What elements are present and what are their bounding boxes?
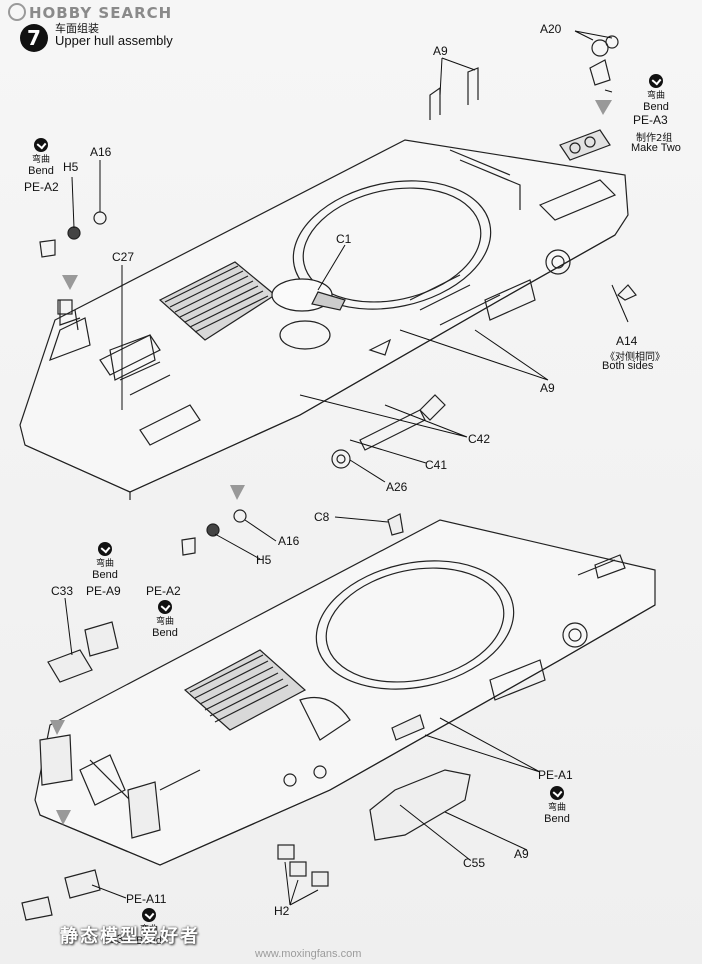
brand-header: HOBBY SEARCH (8, 3, 172, 22)
label-both-sides-en: Both sides (602, 360, 654, 372)
parts-h5-a16-top (39, 211, 107, 258)
step-number: 7 (20, 24, 48, 52)
label-a16-bottom: A16 (278, 534, 300, 548)
part-pe-a11-small (64, 869, 101, 899)
part-h2-a (277, 844, 295, 860)
brand-text: HOBBY SEARCH (29, 4, 173, 22)
label-c27: C27 (112, 250, 135, 264)
bend-cn: 弯曲 (155, 617, 174, 627)
step-title-cn: 车面组装 (55, 22, 99, 35)
upper-hull-top (19, 35, 637, 500)
label-a14: A14 (616, 334, 638, 348)
upper-hull-bottom (34, 519, 656, 866)
bend-cn: 弯曲 (139, 925, 158, 935)
bend-note-pe-a2-top: 弯曲 Bend (24, 138, 58, 177)
label-both-sides-cn: 《对侧相同》 (605, 352, 665, 363)
hobby-search-logo (8, 3, 26, 21)
label-pe-a9: PE-A9 (86, 584, 121, 598)
bend-cn: 弯曲 (95, 559, 114, 569)
bend-note-pe-a11: 弯曲 Bend (132, 908, 166, 947)
bend-icon (158, 600, 172, 614)
bend-en: Bend (136, 935, 162, 947)
label-pe-a3: PE-A3 (633, 113, 668, 127)
bend-icon (98, 542, 112, 556)
bend-note-pe-a2-bottom: 弯曲 Bend (148, 600, 182, 639)
label-c33: C33 (51, 584, 74, 598)
part-pe-a11 (127, 781, 161, 839)
label-a9-top: A9 (433, 44, 448, 58)
label-pe-a2-bottom: PE-A2 (146, 584, 181, 598)
part-h2-c (311, 871, 329, 887)
bend-icon (550, 786, 564, 800)
bend-note-pe-a9: 弯曲 Bend (88, 542, 122, 581)
label-c55: C55 (463, 856, 486, 870)
label-h2: H2 (274, 904, 290, 918)
label-pe-a11: PE-A11 (126, 892, 167, 906)
bend-cn: 弯曲 (547, 803, 566, 813)
leader-lines (64, 30, 629, 906)
bend-en: Bend (28, 165, 54, 177)
hatched-arrows (50, 100, 612, 825)
part-c33-b (84, 621, 119, 657)
bend-en: Bend (92, 569, 118, 581)
label-a9-mid: A9 (540, 381, 555, 395)
label-h5-bottom: H5 (256, 553, 272, 567)
bend-en: Bend (152, 627, 178, 639)
label-a16-top: A16 (90, 145, 112, 159)
label-a26: A26 (386, 480, 408, 494)
bend-note-pe-a1: 弯曲 Bend (540, 786, 574, 825)
label-a9-bottom: A9 (514, 847, 529, 861)
bend-cn: 弯曲 (646, 91, 665, 101)
label-c34: C34 (108, 932, 131, 946)
label-c42: C42 (468, 432, 491, 446)
part-c55 (369, 769, 471, 841)
label-pe-a1: PE-A1 (538, 768, 573, 782)
part-c8 (387, 513, 404, 536)
watermark-url: www.moxingfans.com (255, 948, 362, 960)
part-pe-a1 (391, 714, 425, 741)
bend-note-pe-a3: 弯曲 Bend (636, 74, 676, 113)
bend-icon (142, 908, 156, 922)
part-pe-a9-left (39, 734, 73, 786)
bend-icon (34, 138, 48, 152)
label-make-two-en: Make Two (631, 142, 681, 154)
label-c8: C8 (314, 510, 330, 524)
bend-icon (649, 74, 663, 88)
label-pe-a2-top: PE-A2 (24, 180, 59, 194)
bend-en: Bend (544, 813, 570, 825)
part-h2-b (289, 861, 307, 877)
label-c41: C41 (425, 458, 448, 472)
step-title-en: Upper hull assembly (55, 33, 173, 48)
part-c33-a (47, 649, 93, 683)
watermark-text: 静态模型爱好者 (60, 926, 200, 947)
bend-en: Bend (643, 101, 669, 113)
label-c1: C1 (336, 232, 352, 246)
label-h5-top: H5 (63, 160, 79, 174)
label-a20: A20 (540, 22, 562, 36)
bend-cn: 弯曲 (31, 155, 50, 165)
label-make-two-cn: 制作2组 (636, 133, 673, 144)
part-c34 (21, 896, 53, 921)
